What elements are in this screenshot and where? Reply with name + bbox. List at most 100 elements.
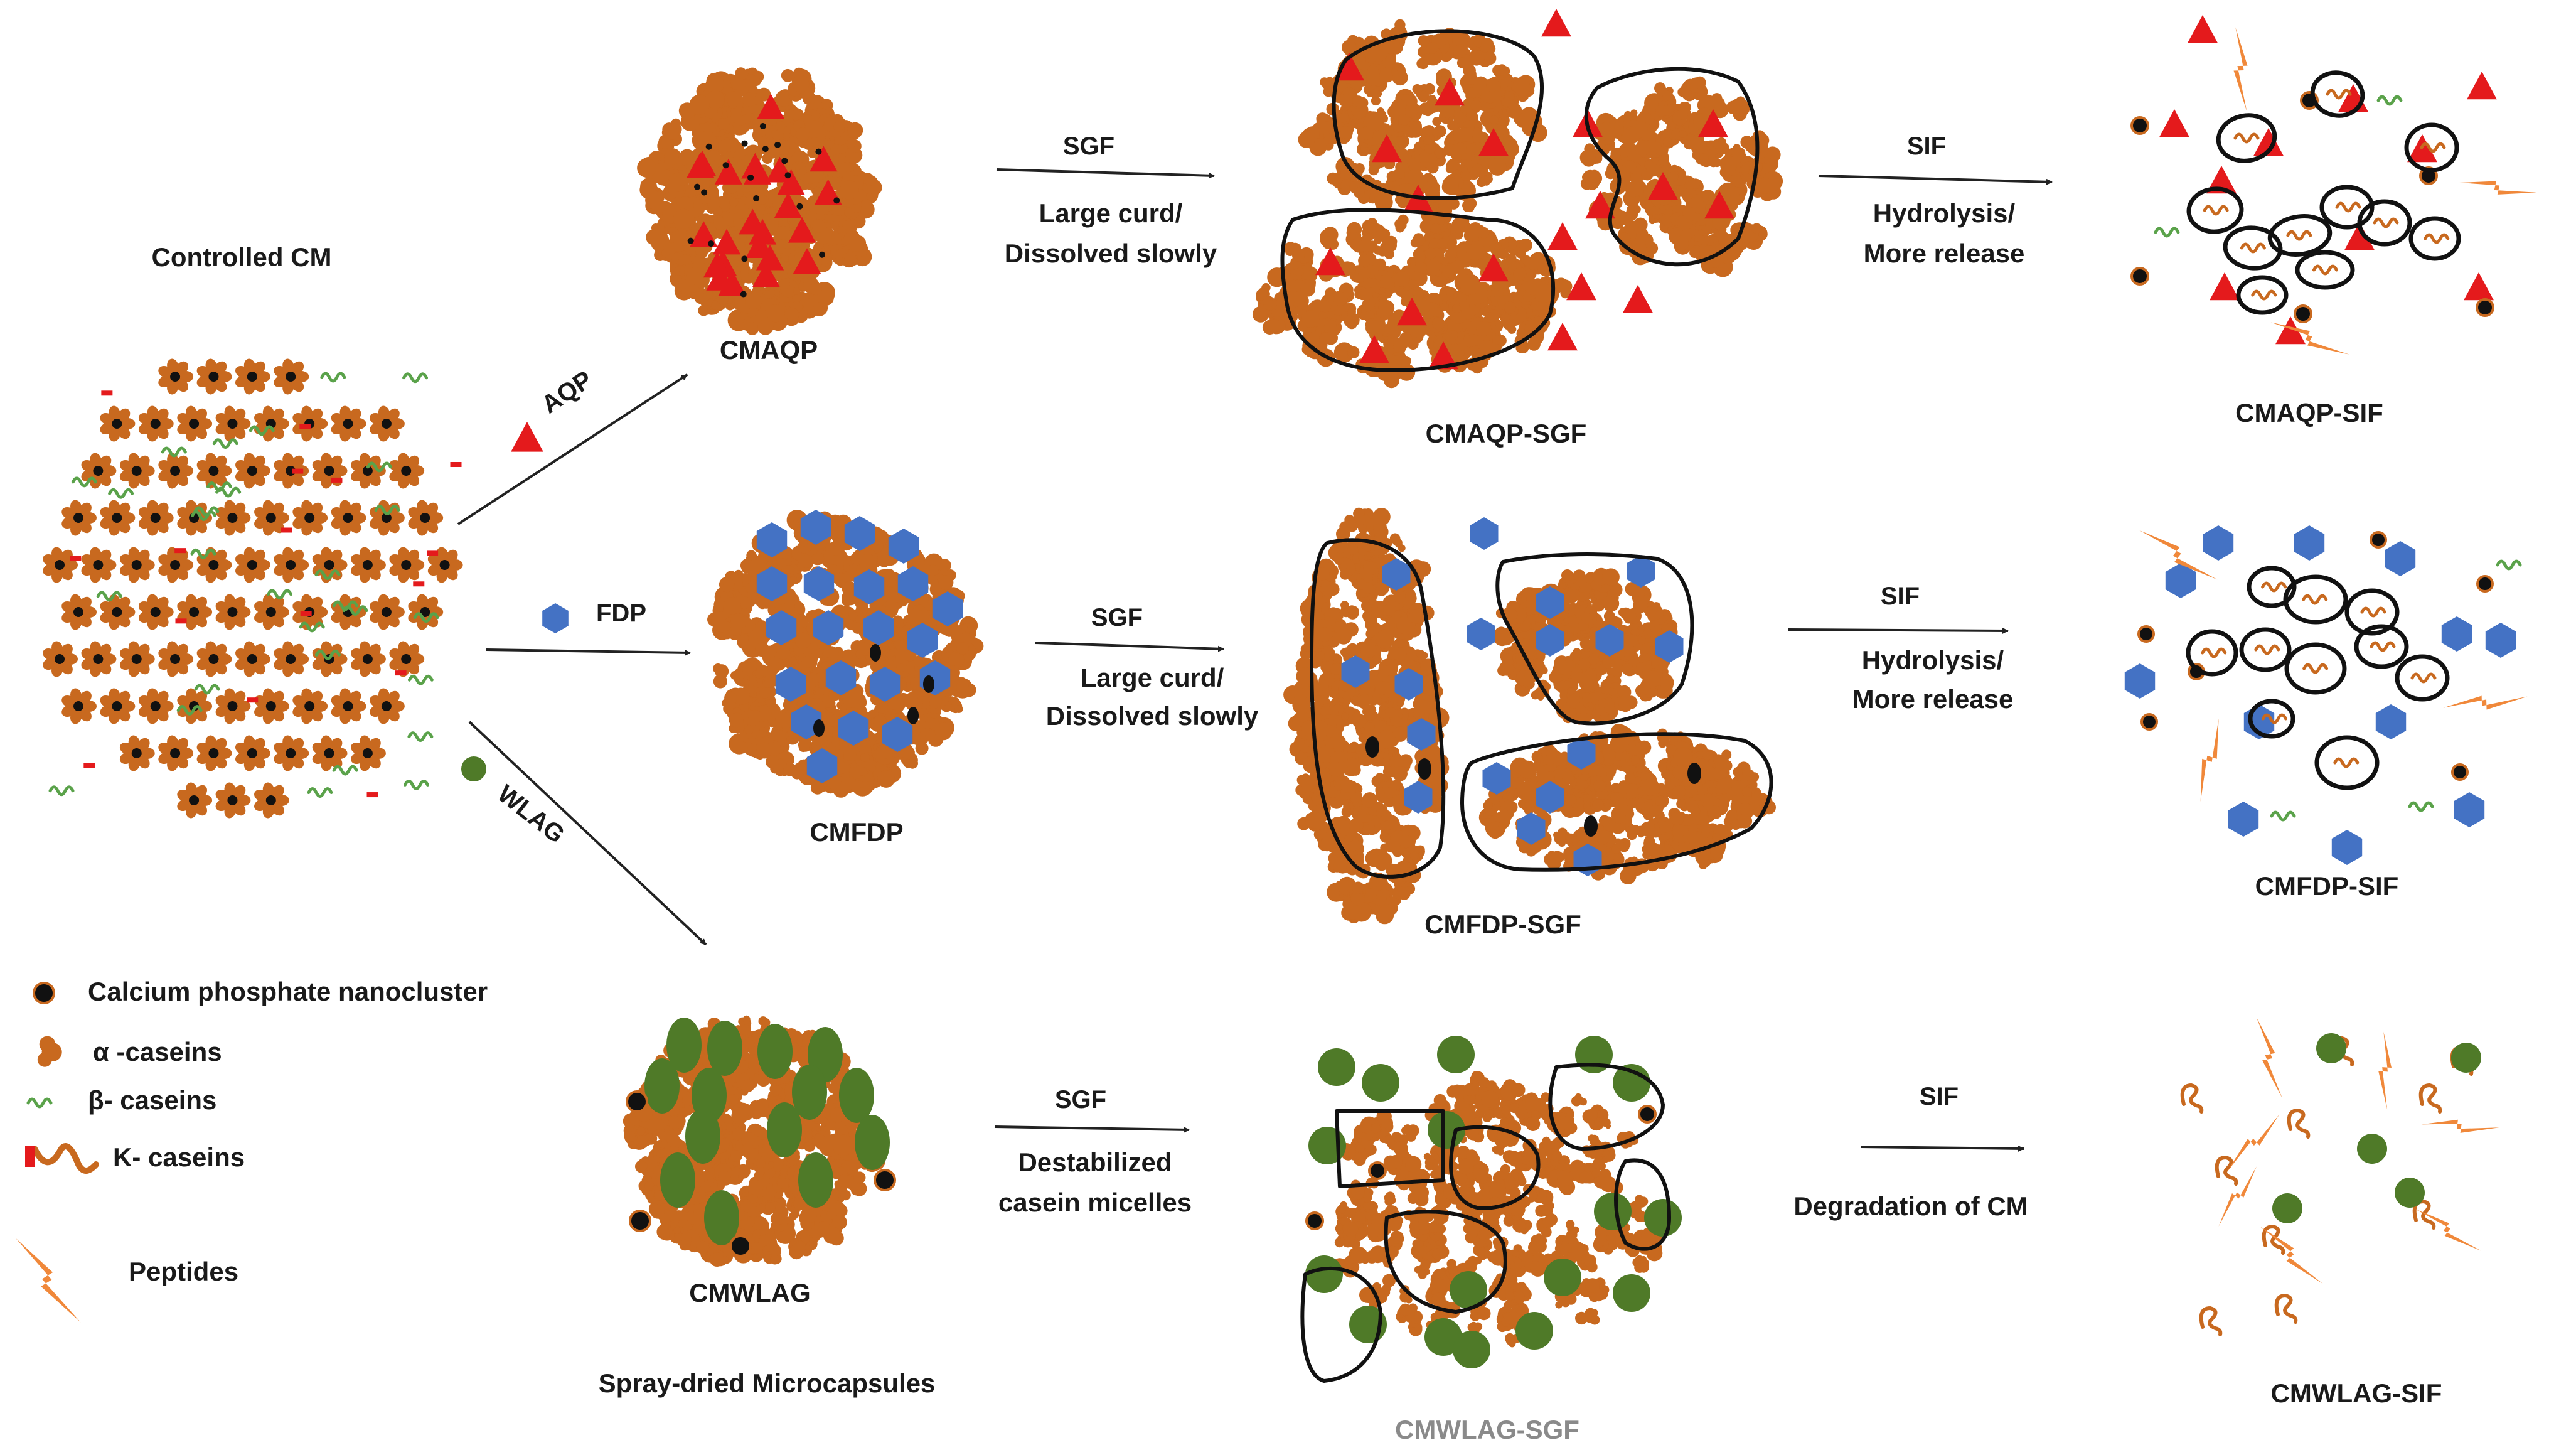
calcium-phosphate-core (93, 466, 104, 476)
alpha-casein-blob (1465, 198, 1477, 210)
casein-micelle-lobe (98, 549, 112, 564)
calcium-phosphate-core (112, 513, 122, 523)
casein-micelle-lobe (196, 657, 211, 670)
casein-micelle-lobe (329, 455, 343, 470)
casein-micelle-lobe (291, 455, 304, 470)
casein-micelle-lobe (348, 408, 361, 422)
calcium-phosphate-core (381, 513, 392, 523)
alpha-casein-blob (779, 278, 791, 289)
calcium-phosphate-core (93, 560, 104, 570)
casein-micelle-lobe (213, 549, 227, 564)
casein-micelle-lobe (406, 472, 420, 486)
alpha-casein-blob (1725, 166, 1736, 176)
casein-micelle-lobe (194, 519, 207, 534)
casein-micelle-lobe (158, 657, 173, 670)
casein-micelle-lobe (194, 425, 207, 439)
casein-micelle-lobe (100, 422, 115, 435)
beta-casein-icon (403, 779, 429, 790)
alpha-casein-blob (1427, 95, 1437, 104)
casein-micelle-lobe (78, 502, 92, 517)
calcium-phosphate-icon (722, 162, 729, 169)
alpha-casein-blob (1418, 35, 1430, 46)
calcium-phosphate-icon (708, 240, 715, 247)
alpha-casein-blob (1655, 105, 1667, 117)
alpha-casein-blob (1268, 319, 1281, 333)
alpha-casein-blob (1756, 178, 1773, 194)
calcium-phosphate-icon (694, 183, 701, 190)
casein-micelle-lobe (387, 408, 400, 422)
casein-micelle-lobe (387, 519, 400, 534)
casein-micelle-lobe (196, 469, 211, 482)
calcium-phosphate-core (265, 513, 276, 523)
kappa-casein-icon (70, 556, 82, 561)
alpha-casein-blob (1392, 70, 1408, 86)
casein-micelle-lobe (175, 472, 188, 486)
calcium-phosphate-icon (762, 146, 769, 153)
beta-casein-icon (2154, 227, 2180, 238)
calcium-phosphate-core (55, 560, 65, 570)
casein-micelle-lobe (177, 516, 192, 529)
calcium-phosphate-core (170, 466, 181, 476)
alpha-casein-blob (796, 127, 810, 142)
alpha-casein-blob (1430, 223, 1441, 234)
casein-micelle-lobe (235, 375, 250, 388)
calcium-phosphate-core (189, 419, 200, 429)
alpha-casein-blob (1347, 346, 1360, 358)
casein-micelle-lobe (387, 596, 400, 611)
alpha-casein-blob (1339, 94, 1353, 108)
calcium-phosphate-core (286, 560, 296, 570)
alpha-casein-blob (1354, 186, 1365, 198)
casein-micelle-lobe (175, 660, 188, 675)
calcium-phosphate-core (401, 560, 412, 570)
casein-micelle-lobe (213, 643, 227, 658)
calcium-phosphate-core (208, 654, 219, 664)
casein-micelle-lobe (252, 455, 265, 470)
casein-micelle-lobe (252, 549, 265, 564)
calcium-phosphate-core (170, 560, 181, 570)
calcium-phosphate-core (227, 513, 238, 523)
alpha-casein-blob (1324, 320, 1337, 331)
calcium-phosphate-core (150, 419, 161, 429)
casein-micelle-lobe (137, 472, 150, 486)
casein-micelle-lobe (368, 455, 381, 470)
alpha-casein-blob (1379, 276, 1393, 289)
kappa-casein-icon (292, 468, 304, 474)
calcium-phosphate-core (189, 607, 200, 617)
aqp-triangle-icon (2464, 272, 2494, 301)
alpha-casein-fragment (2335, 201, 2361, 213)
calcium-phosphate-core (401, 466, 412, 476)
alpha-casein-blob (1662, 90, 1673, 101)
calcium-phosphate-core (170, 748, 181, 758)
casein-micelle-lobe (235, 469, 250, 482)
calcium-phosphate-icon (747, 174, 754, 181)
casein-micelle-lobe (291, 549, 304, 564)
alpha-casein-blob (1459, 301, 1470, 311)
calcium-phosphate-icon (740, 291, 747, 298)
casein-micelle-lobe (156, 596, 169, 611)
calcium-phosphate-core (131, 560, 142, 570)
alpha-casein-blob (1301, 310, 1320, 328)
casein-micelle-lobe (175, 378, 188, 392)
alpha-casein-blob (1674, 235, 1689, 250)
alpha-casein-blob (1582, 173, 1591, 181)
casein-micelle-lobe (100, 610, 115, 623)
casein-micelle-lobe (291, 378, 304, 392)
alpha-casein-blob (1456, 57, 1468, 69)
alpha-casein-blob (803, 171, 816, 185)
alpha-casein-blob (1485, 312, 1495, 323)
kappa-casein-icon (395, 670, 407, 676)
alpha-casein-blob (1504, 301, 1516, 314)
calcium-phosphate-core (131, 466, 142, 476)
beta-casein-icon (320, 372, 346, 383)
casein-micelle-lobe (292, 516, 307, 529)
casein-micelle-lobe (444, 549, 458, 564)
calcium-phosphate-icon (833, 197, 840, 204)
calcium-phosphate-core (362, 560, 373, 570)
alpha-casein-blob (1322, 236, 1335, 249)
casein-micelle-lobe (370, 422, 385, 435)
calcium-phosphate-icon (784, 172, 791, 179)
aqp-triangle-icon (2188, 15, 2218, 43)
alpha-casein-blob (742, 92, 756, 107)
alpha-casein-blob (1352, 95, 1364, 107)
casein-micelle-lobe (370, 610, 385, 623)
